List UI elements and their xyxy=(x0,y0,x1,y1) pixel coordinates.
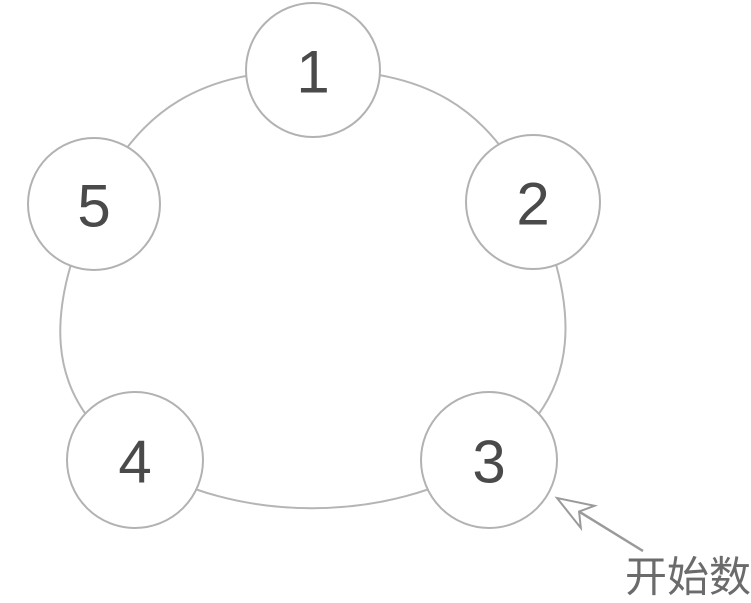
node-label-2: 2 xyxy=(516,171,549,238)
node-circle-5 xyxy=(27,137,161,271)
node-circle-1 xyxy=(245,2,381,138)
node-label-4: 4 xyxy=(118,429,151,496)
node-circle-2 xyxy=(465,134,601,270)
arrowhead-icon xyxy=(554,496,599,532)
node-label-3: 3 xyxy=(472,429,505,496)
arrow-shaft xyxy=(578,510,644,553)
start-arrow xyxy=(554,496,644,553)
node-circle-3 xyxy=(420,391,558,529)
node-label-1: 1 xyxy=(296,39,329,106)
node-label-5: 5 xyxy=(77,173,110,240)
start-count-label: 开始数 xyxy=(625,554,751,601)
node-group: 1 2 3 4 5 xyxy=(27,2,601,529)
node-circle-4 xyxy=(66,391,204,529)
